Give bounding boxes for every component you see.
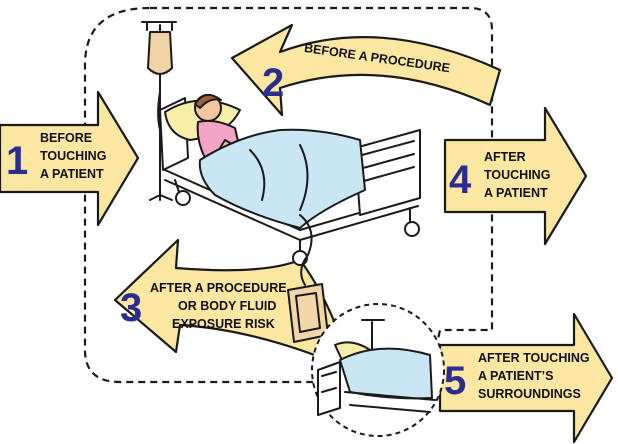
moment-5-number: 5: [444, 359, 466, 403]
moment-1-number: 1: [6, 139, 28, 183]
moment-3-label: AFTER A PROCEDURE OR BODY FLUID EXPOSURE…: [150, 281, 290, 331]
patient-bed-illustration: [141, 21, 421, 286]
moment-4-number: 4: [449, 158, 472, 202]
moment-5-label: AFTER TOUCHING A PATIENT’S SURROUNDINGS: [478, 351, 593, 401]
moment-4-arrow: 4 AFTER TOUCHING A PATIENT: [443, 106, 588, 246]
moment-2-number: 2: [262, 61, 284, 105]
moment-2-arrow: 2 BEFORE A PROCEDURE: [230, 23, 502, 117]
moment-3-number: 3: [120, 286, 142, 330]
moment-1-label: BEFORE TOUCHING A PATIENT: [40, 131, 110, 181]
patient-zone-boundary: [83, 6, 494, 384]
moment-5-arrow: 5 AFTER TOUCHING A PATIENT’S SURROUNDING…: [438, 312, 614, 444]
moment-1-arrow: 1 BEFORE TOUCHING A PATIENT: [0, 90, 140, 227]
surroundings-illustration: [311, 303, 445, 437]
moment-4-label: AFTER TOUCHING A PATIENT: [484, 150, 554, 200]
